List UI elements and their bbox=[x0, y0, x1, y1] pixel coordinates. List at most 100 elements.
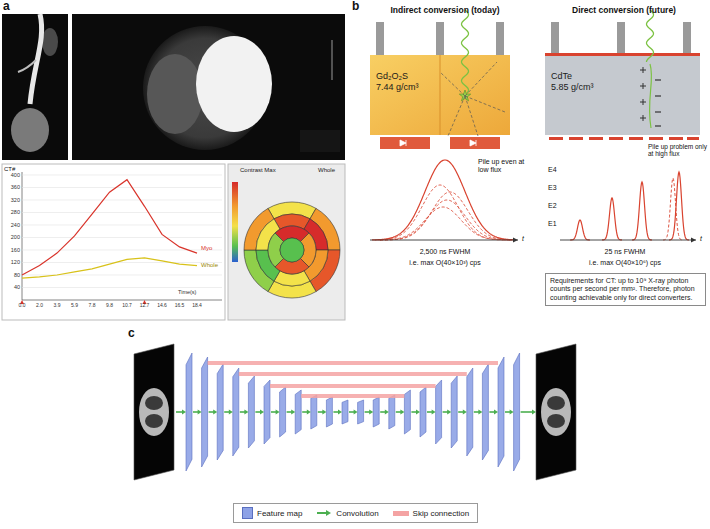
feature-map bbox=[280, 387, 286, 437]
legend-text: Feature map bbox=[257, 509, 302, 518]
illustration-part bbox=[147, 54, 203, 134]
convolution-arrowhead bbox=[494, 410, 498, 415]
hole-charge bbox=[640, 115, 646, 121]
legend-item: Feature map bbox=[242, 507, 302, 519]
pulse-note: Pile up even at low flux bbox=[478, 158, 528, 174]
pulse-narrow bbox=[669, 172, 689, 240]
color-bar bbox=[232, 182, 238, 262]
convolution-arrowhead bbox=[354, 410, 358, 415]
axis-tick: 280 bbox=[1, 209, 20, 215]
pulse-narrow bbox=[632, 182, 652, 240]
legend-item: Convolution bbox=[316, 509, 378, 518]
hole-charge bbox=[640, 83, 646, 89]
illustration-part bbox=[569, 137, 583, 140]
polar-apex bbox=[280, 238, 304, 262]
illustration-part bbox=[496, 22, 504, 55]
axis-tick: 160 bbox=[1, 247, 20, 253]
axis-tick: 40 bbox=[1, 284, 20, 290]
ct-image-left bbox=[2, 14, 68, 160]
chart-axis bbox=[22, 300, 222, 301]
direct-detector bbox=[545, 22, 700, 140]
skip-connection bbox=[301, 394, 404, 398]
axis-title: Time(s) bbox=[178, 289, 196, 295]
illustration-part bbox=[551, 22, 559, 53]
convolution-arrowhead bbox=[416, 410, 420, 415]
legend-arrow bbox=[316, 509, 332, 517]
skip-connection bbox=[239, 372, 467, 376]
column-title: Indirect conversion (today) bbox=[362, 6, 528, 16]
convolution-arrowhead bbox=[447, 410, 451, 415]
polar-map-ground bbox=[228, 164, 345, 320]
axis-tick: 80 bbox=[1, 272, 20, 278]
semiconductor-block: CdTe5.85 g/cm³ bbox=[545, 55, 700, 135]
axis-tick: 18.4 bbox=[188, 303, 206, 309]
feature-map bbox=[498, 357, 504, 467]
illustration-part bbox=[436, 22, 444, 55]
map-title: Whole bbox=[318, 167, 335, 174]
node-text: Requirements for CT: up to 10⁹ X-ray pho… bbox=[550, 277, 701, 302]
convolution-arrowhead bbox=[400, 410, 404, 415]
illustration-part bbox=[649, 137, 663, 140]
ct-slice-lung bbox=[547, 396, 565, 410]
node-text: 5.85 g/cm³ bbox=[551, 82, 700, 93]
illustration-part bbox=[545, 55, 700, 135]
feature-map bbox=[217, 364, 223, 460]
illustration-part bbox=[332, 40, 333, 80]
illustration-part bbox=[687, 137, 699, 140]
chart-ground bbox=[2, 164, 225, 320]
panel-letter: b bbox=[352, 0, 359, 14]
convolution-arrowhead bbox=[244, 410, 248, 415]
node-text: CdTe bbox=[551, 71, 700, 82]
light-path bbox=[440, 72, 465, 96]
axis-tick: 3.9 bbox=[48, 303, 66, 309]
ct-image-right bbox=[72, 14, 345, 160]
feature-map bbox=[358, 400, 364, 424]
axis-tick: 12.7 bbox=[136, 303, 154, 309]
grid-line bbox=[22, 175, 222, 176]
axis-arrowhead bbox=[513, 238, 518, 243]
convolution-arrow bbox=[521, 411, 533, 413]
feature-map bbox=[514, 353, 520, 471]
energy-level: E1 bbox=[548, 220, 557, 228]
illustration-part bbox=[300, 130, 340, 152]
light-path bbox=[465, 62, 497, 96]
grid-line bbox=[22, 212, 222, 213]
pulse-narrow bbox=[663, 178, 683, 240]
illustration-part bbox=[30, 14, 42, 104]
axis-tick: 7.8 bbox=[83, 303, 101, 309]
illustration-part bbox=[72, 14, 345, 160]
ct-slice-lung bbox=[145, 396, 163, 410]
myo-curve bbox=[22, 180, 197, 275]
illustration-part bbox=[470, 140, 476, 146]
illustration-part bbox=[589, 137, 603, 140]
ct-slice-body bbox=[541, 388, 571, 436]
feature-map bbox=[482, 364, 488, 460]
axis-tick: 5.9 bbox=[66, 303, 84, 309]
illustration-part bbox=[370, 55, 510, 135]
grid-line bbox=[22, 262, 222, 263]
axis-tick: 16.5 bbox=[171, 303, 189, 309]
convolution-arrowhead bbox=[432, 410, 436, 415]
convolution-arrowhead bbox=[532, 410, 536, 415]
energy-level: E2 bbox=[548, 202, 557, 210]
feature-map bbox=[202, 357, 208, 467]
illustration-part bbox=[376, 22, 384, 55]
energy-level: E3 bbox=[548, 184, 557, 192]
axis-tick: 320 bbox=[1, 197, 20, 203]
convolution-arrowhead bbox=[182, 410, 186, 415]
count-rate: i.e. max O(40×10⁶) cps bbox=[545, 259, 705, 267]
illustration-part bbox=[440, 55, 441, 135]
illustration-part bbox=[196, 36, 272, 132]
illustration-part bbox=[11, 108, 49, 152]
axis-tick: 0.0 bbox=[13, 303, 31, 309]
illustration-part bbox=[380, 137, 430, 149]
illustration-part bbox=[545, 53, 700, 56]
feature-map bbox=[248, 376, 254, 448]
axis-title: t bbox=[700, 235, 702, 243]
ct-slice-body bbox=[139, 388, 169, 436]
feature-map bbox=[264, 380, 270, 444]
pulse-narrow bbox=[602, 198, 622, 240]
legend-arrow-shaft bbox=[317, 512, 327, 514]
pulse-note: Pile up problem only at high flux bbox=[648, 143, 708, 158]
convolution-arrowhead bbox=[291, 410, 295, 415]
